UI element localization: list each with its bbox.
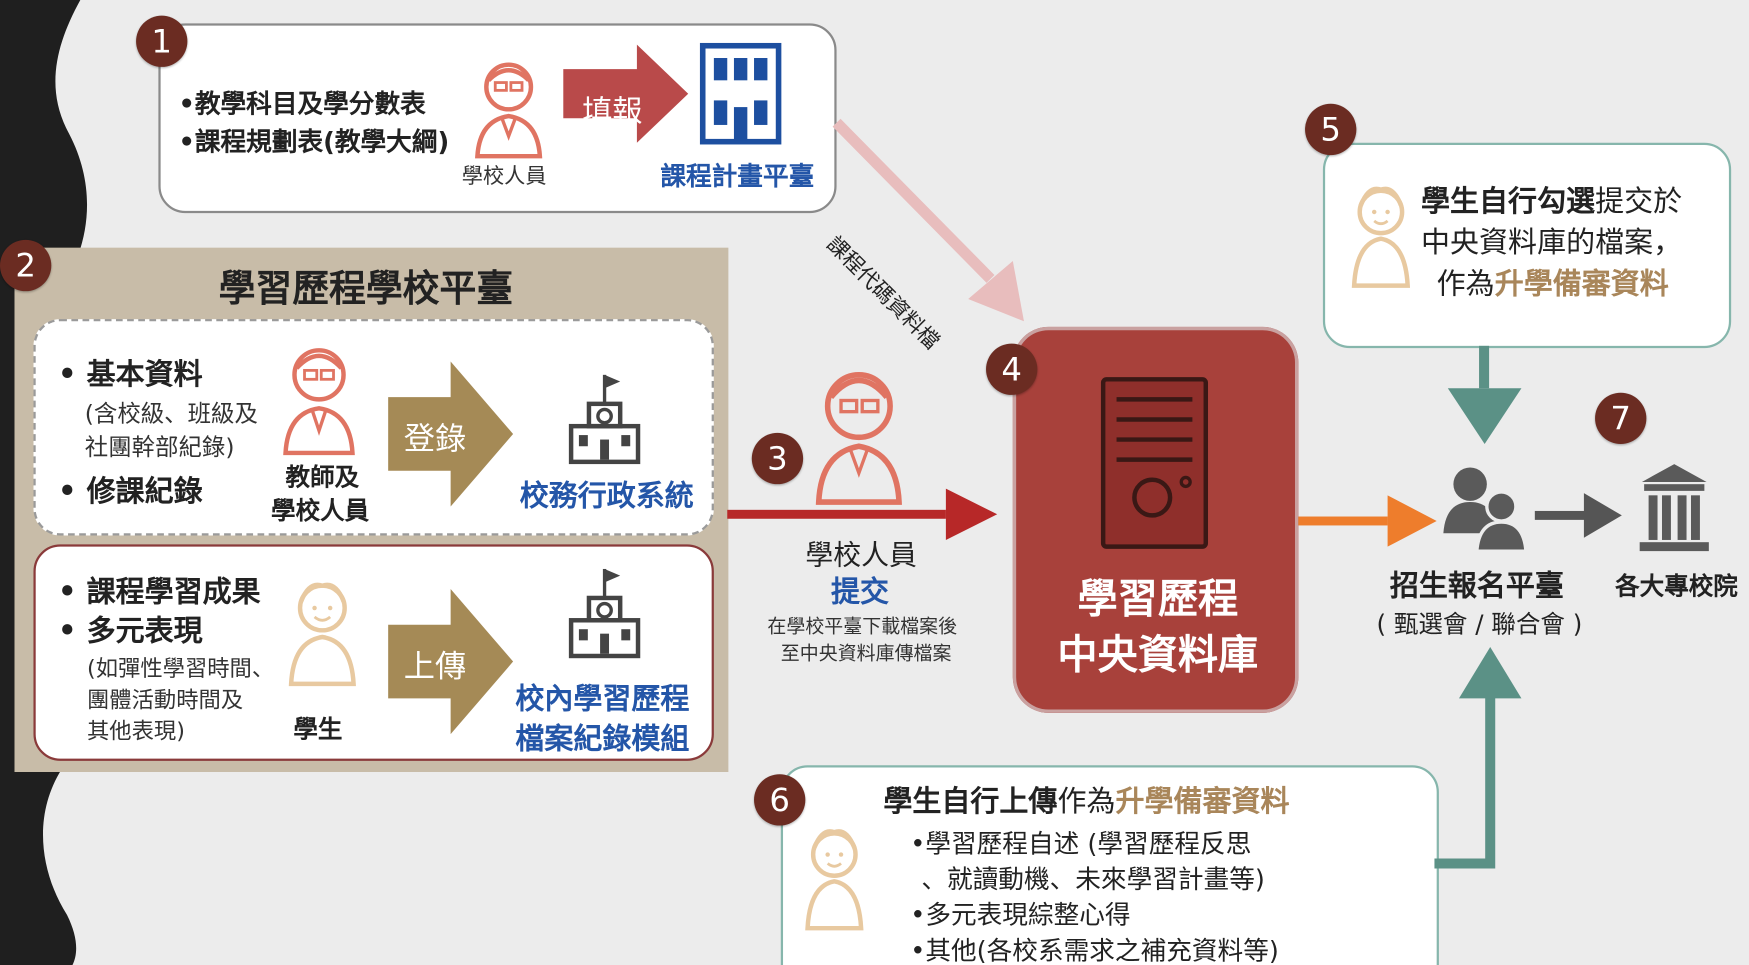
lower-note-1: (如彈性學習時間、 (87, 654, 275, 682)
upper-action: 登錄 (403, 420, 467, 458)
step5-down-arrow (1447, 345, 1522, 445)
school-icon (568, 374, 641, 465)
step6-item-3: •多元表現綜整心得 (910, 901, 1131, 931)
step5-line-1: 學生自行勾選提交於 (1421, 178, 1682, 219)
step6-item-4: •其他(各校系需求之補充資料等) (910, 937, 1279, 965)
step5-line-3-gold: 升學備審資料 (1494, 267, 1669, 302)
upper-target: 校務行政系統 (519, 479, 694, 514)
lower-target-2: 檔案紀錄模組 (515, 722, 690, 757)
step6-box (780, 765, 1439, 965)
lower-item-2: • 多元表現 (58, 614, 203, 649)
step5-line-1-rest: 提交於 (1595, 185, 1683, 219)
step1-person-label: 學校人員 (461, 163, 547, 189)
step6-title: 學生自行上傳作為升學備審資料 (883, 779, 1289, 820)
step4-badge: 4 (986, 343, 1038, 395)
step3-badge: 3 (751, 432, 804, 485)
step2-badge: 2 (0, 239, 52, 292)
to-platform-arrow (1298, 495, 1437, 547)
code-file-arrow (832, 118, 1024, 322)
university-icon (1639, 464, 1709, 552)
to-university-arrow (1534, 493, 1622, 538)
step6-title-mid: 作為 (1057, 785, 1116, 819)
student-icon (288, 582, 356, 687)
step1-item-1: •教學科目及學分數表 (178, 90, 426, 120)
step5-badge: 5 (1305, 103, 1357, 156)
person-icon (475, 62, 543, 159)
building-icon (699, 42, 782, 145)
step1-action: 填報 (582, 94, 643, 130)
person-icon (815, 372, 902, 505)
step5-line-1-bold: 學生自行勾選 (1421, 185, 1596, 219)
teacher-icon (283, 348, 355, 456)
lower-person-label: 學生 (293, 716, 343, 745)
step1-target: 課程計畫平臺 (660, 162, 815, 192)
student-icon (1351, 186, 1411, 288)
database-title-1: 學習歷程 (1077, 576, 1239, 623)
server-icon (1100, 377, 1209, 549)
step3-note-1: 在學校平臺下載檔案後 (767, 615, 958, 639)
step5-line-3: 作為升學備審資料 (1437, 261, 1669, 302)
step6-title-gold: 升學備審資料 (1115, 785, 1290, 819)
lower-note-2: 團體活動時間及 (87, 686, 244, 713)
student-icon (805, 829, 864, 931)
school-icon (568, 568, 641, 659)
lower-note-3: 其他表現) (87, 717, 185, 745)
lower-target-1: 校內學習歷程 (515, 682, 690, 717)
step6-item-2: 、就讀動機、未來學習計畫等) (921, 865, 1265, 895)
people-icon (1443, 467, 1528, 553)
upper-person-label-1: 教師及 (285, 464, 360, 492)
upper-arrow (388, 361, 514, 507)
upper-item-1-note-1: (含校級、班級及 (84, 400, 258, 428)
upper-item-1: • 基本資料 (58, 358, 203, 392)
upper-item-2: • 修課紀錄 (58, 475, 203, 509)
step7-badge: 7 (1595, 392, 1647, 445)
lower-arrow (388, 589, 514, 735)
step5-line-3-pre: 作為 (1436, 267, 1495, 302)
database-title-2: 中央資料庫 (1057, 632, 1259, 679)
upper-item-1-note-2: 社團幹部紀錄) (84, 433, 235, 461)
step1-arrow (563, 44, 689, 143)
step2-title: 學習歷程學校平臺 (218, 266, 514, 311)
step1-item-2: •課程規劃表(教學大綱) (178, 128, 450, 158)
submit-arrow (727, 488, 998, 540)
step7-label: 各大專校院 (1615, 573, 1738, 602)
lower-action: 上傳 (403, 648, 467, 685)
step3-person-label: 學校人員 (805, 538, 917, 572)
upper-person-label-2: 學校人員 (271, 497, 370, 526)
step6-title-bold: 學生自行上傳 (883, 785, 1058, 819)
step6-badge: 6 (754, 774, 806, 826)
step3-action: 提交 (830, 575, 890, 610)
step6-item-1: •學習歷程自述 (學習歷程反思 (910, 830, 1252, 860)
step6-up-arrow (1434, 647, 1522, 869)
lower-item-1: • 課程學習成果 (58, 575, 261, 610)
platform-sub: ( 甄選會 / 聯合會 ) (1376, 611, 1583, 640)
step1-badge: 1 (136, 15, 188, 67)
step5-line-2: 中央資料庫的檔案， (1421, 226, 1683, 260)
step3-note-2: 至中央資料庫傳檔案 (780, 642, 952, 665)
platform-label: 招生報名平臺 (1389, 570, 1564, 604)
